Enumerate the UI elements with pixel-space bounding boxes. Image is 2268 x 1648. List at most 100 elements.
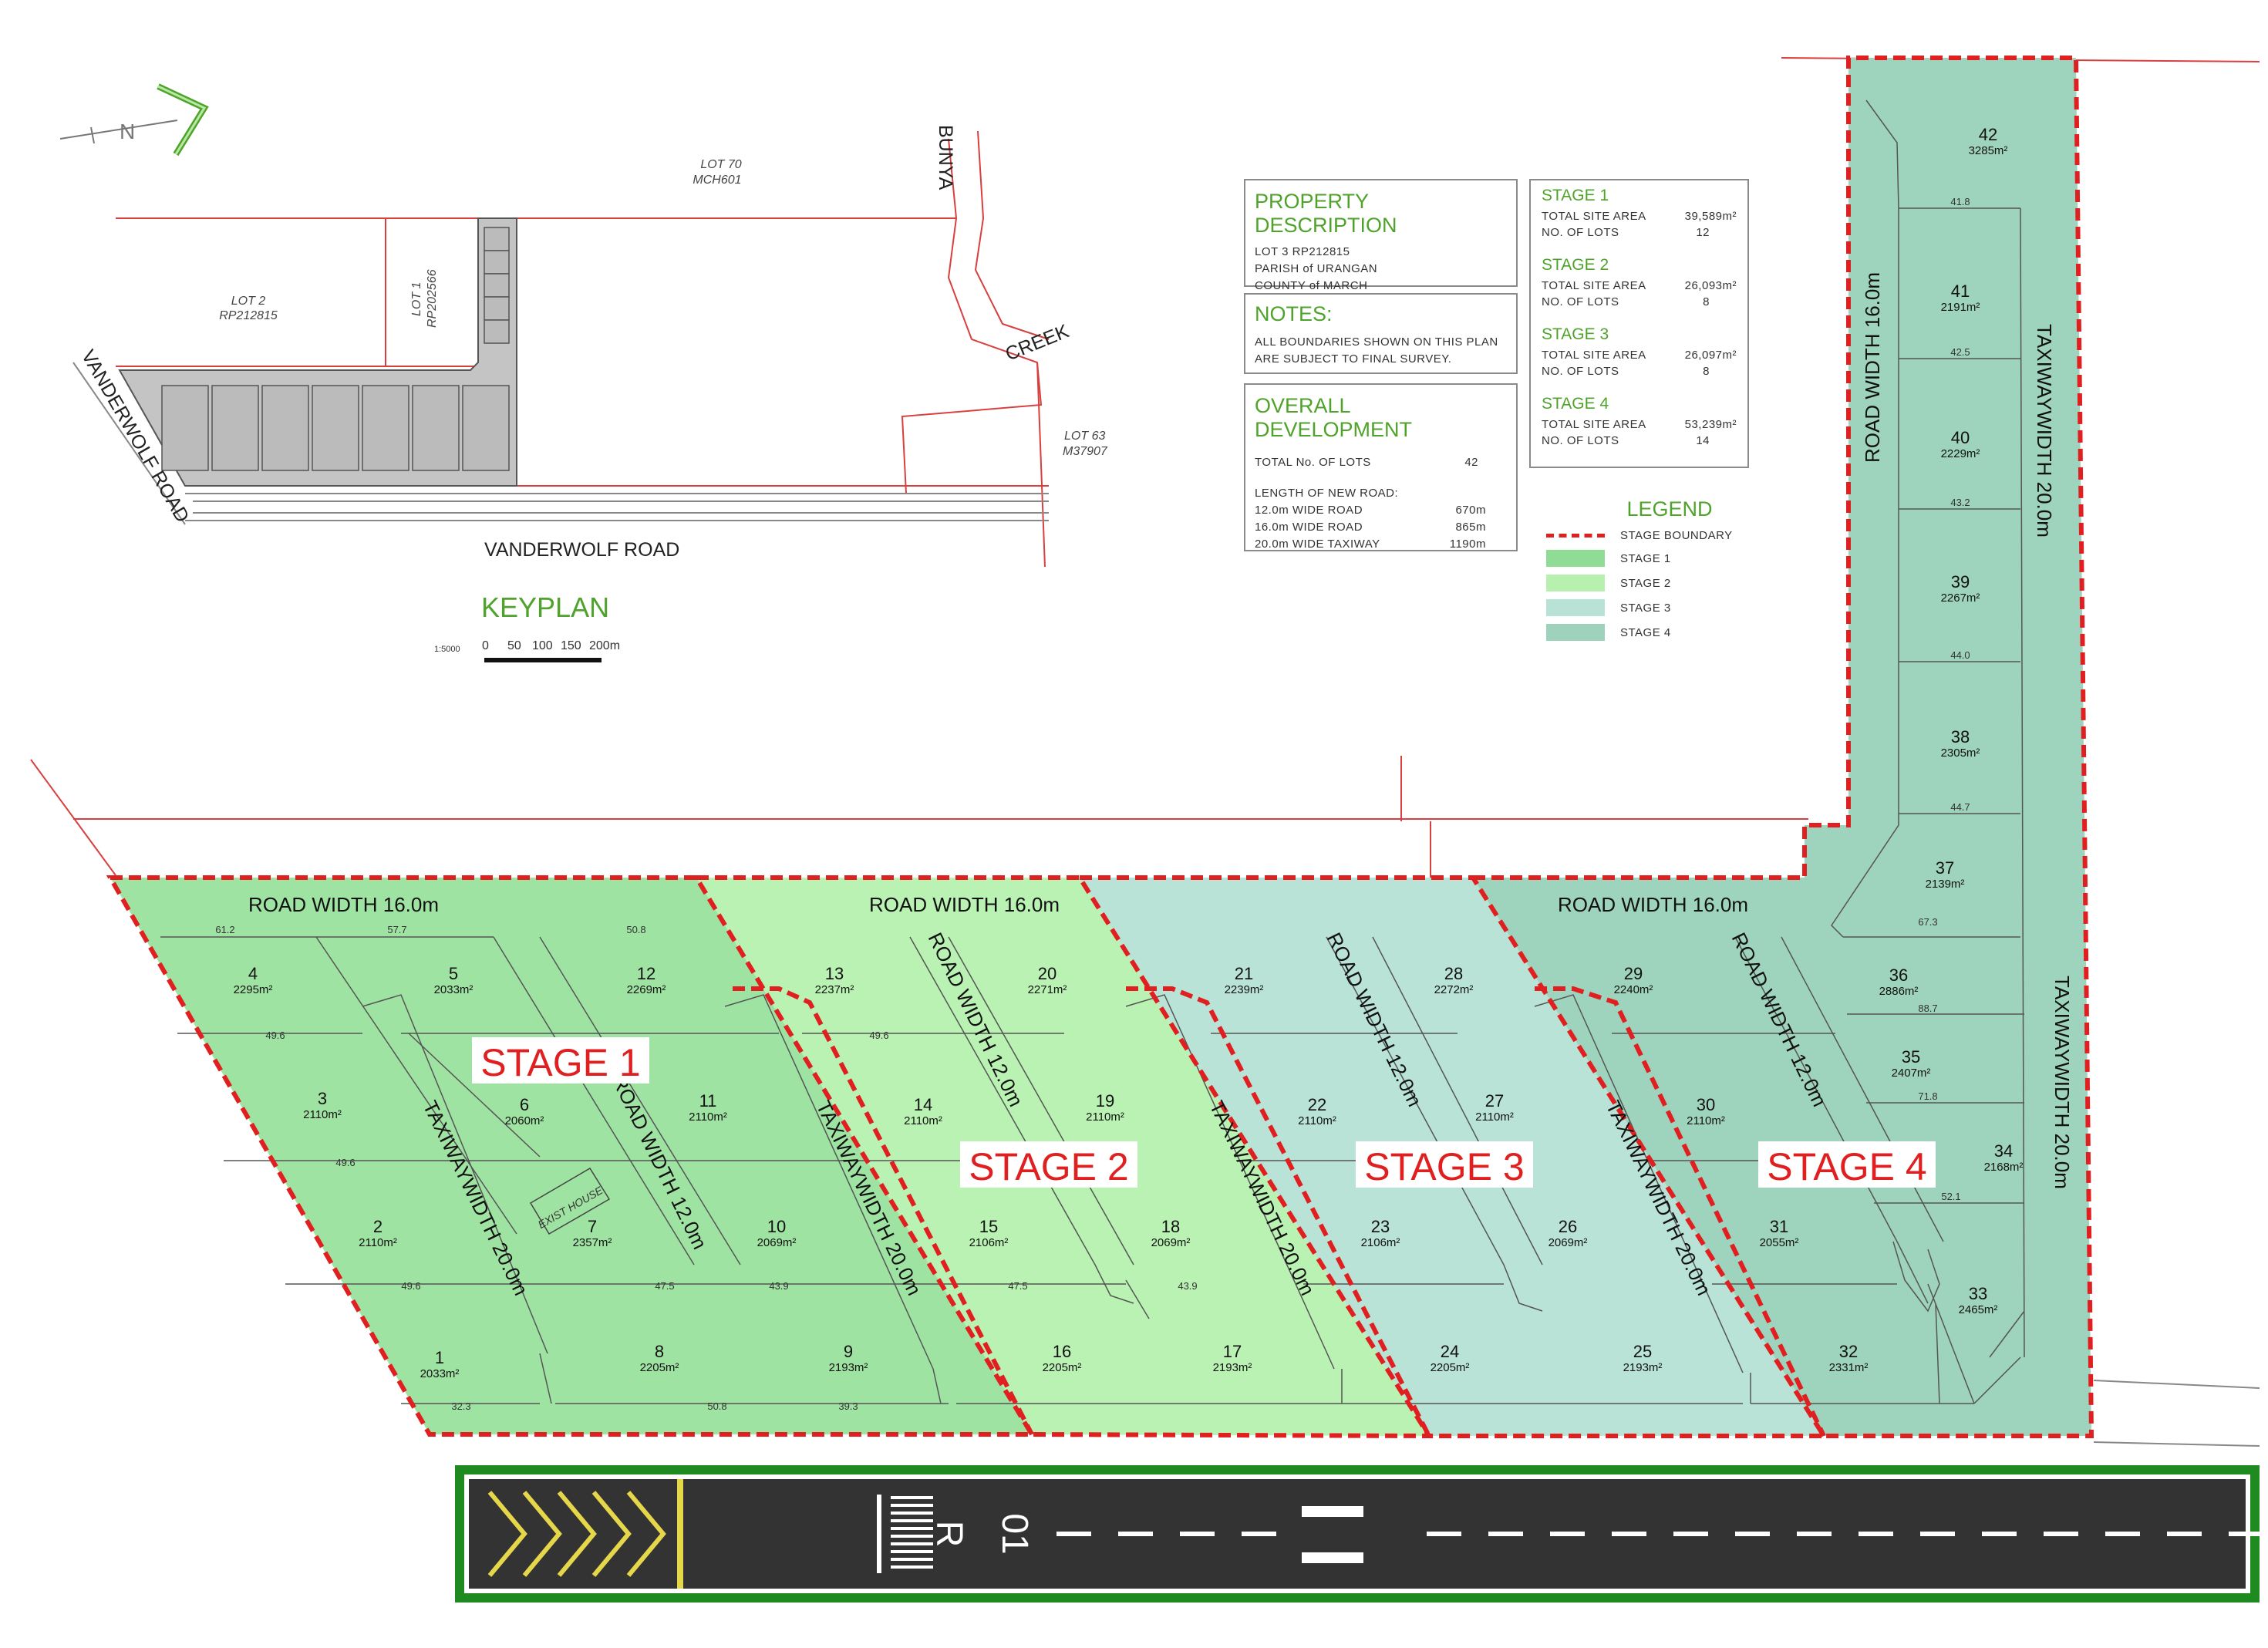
east-road-edge (2093, 1380, 2260, 1447)
centerline-dash (1056, 1532, 1091, 1536)
color-swatch-icon (1546, 550, 1605, 567)
stage-summary-title: STAGE 3 (1542, 325, 1609, 343)
notes-line-1: ALL BOUNDARIES SHOWN ON THIS PLAN (1255, 335, 1498, 349)
svg-text:150: 150 (561, 639, 581, 652)
property-line-2: PARISH of URANGAN (1255, 262, 1378, 275)
keyplan-title: KEYPLAN (481, 591, 609, 623)
lot-area: 2110m² (1475, 1110, 1514, 1124)
lot-area: 2269m² (627, 983, 666, 996)
svg-text:39.3: 39.3 (838, 1400, 858, 1412)
svg-text:49.6: 49.6 (869, 1030, 888, 1041)
lot-area: 2205m² (640, 1361, 679, 1374)
lot-number: 42 (1979, 125, 1997, 144)
svg-text:41.8: 41.8 (1950, 196, 1970, 207)
legend-label: STAGE BOUNDARY (1620, 529, 1733, 542)
lot-area: 2271m² (1028, 983, 1067, 996)
lot-number: 11 (699, 1091, 717, 1110)
lot-number: 28 (1444, 964, 1463, 983)
lot-area: 2229m² (1941, 447, 1980, 460)
lot-number: 36 (1889, 966, 1908, 985)
svg-text:43.9: 43.9 (769, 1280, 788, 1292)
svg-text:57.7: 57.7 (387, 924, 406, 935)
stage-2-label: STAGE 2 (969, 1145, 1128, 1188)
lot-area: 2357m² (573, 1236, 612, 1249)
lot-area: 2055m² (1760, 1236, 1799, 1249)
centerline-dash (1859, 1532, 1893, 1536)
svg-text:44.7: 44.7 (1950, 801, 1970, 813)
lot-number: 20 (1038, 964, 1056, 983)
lot-area: 2106m² (1361, 1236, 1400, 1249)
stage-3-label: STAGE 3 (1364, 1145, 1524, 1188)
lot-number: 35 (1902, 1047, 1920, 1067)
lot-area: 2193m² (829, 1361, 868, 1374)
centerline-dash (2229, 1532, 2263, 1536)
stage-summary-title: STAGE 1 (1542, 187, 1609, 204)
centerline-dash (1180, 1532, 1215, 1536)
svg-text:100: 100 (532, 639, 553, 652)
lot-number: 17 (1223, 1342, 1242, 1361)
keyplan-lot1-plan: RP202566 (426, 269, 439, 328)
lot-area: 2305m² (1941, 746, 1980, 760)
svg-text:49.6: 49.6 (401, 1280, 420, 1292)
lot-area: 2033m² (420, 1367, 460, 1380)
legend-item: STAGE 3 (1546, 599, 1801, 616)
lot-number: 23 (1371, 1217, 1390, 1236)
keyplan-lot70: LOT 70 (700, 158, 741, 171)
lot-area: 2110m² (359, 1236, 397, 1249)
lot-number: 4 (248, 964, 258, 983)
threshold-bars (891, 1496, 933, 1569)
stage-1-label: STAGE 1 (480, 1041, 640, 1084)
lot-number: 6 (520, 1095, 529, 1114)
centerline-dash (1673, 1532, 1708, 1536)
chevron-markings (487, 1491, 666, 1577)
svg-text:88.7: 88.7 (1918, 1003, 1937, 1014)
svg-text:67.3: 67.3 (1918, 916, 1937, 928)
lot-number: 22 (1308, 1095, 1326, 1114)
overall-development-title: OVERALL DEVELOPMENT (1255, 394, 1413, 441)
lot-number: 41 (1951, 281, 1970, 301)
lot-number: 13 (825, 964, 844, 983)
stage-summary-title: STAGE 2 (1542, 256, 1609, 274)
stage-4-label: STAGE 4 (1767, 1145, 1926, 1188)
lot-area: 2110m² (1687, 1114, 1725, 1127)
centerline-dash (1735, 1532, 1770, 1536)
lot-number: 29 (1624, 964, 1643, 983)
keyplan-bunya: BUNYA (935, 125, 956, 190)
legend-item: STAGE 2 (1546, 575, 1801, 591)
road-16m-label-s2: ROAD WIDTH 16.0m (869, 893, 1060, 916)
lot-area: 2272m² (1434, 983, 1474, 996)
legend-label: STAGE 1 (1620, 551, 1671, 565)
svg-text:50.8: 50.8 (626, 924, 645, 935)
lot-number: 21 (1235, 964, 1253, 983)
overall-development-box: OVERALL DEVELOPMENT TOTAL No. OF LOTS 42… (1244, 383, 1518, 551)
property-description-box: PROPERTY DESCRIPTION LOT 3 RP212815 PARI… (1244, 179, 1518, 292)
centerline-dash (1427, 1532, 1461, 1536)
lot-number: 27 (1485, 1091, 1504, 1110)
centerline-dash (1488, 1532, 1523, 1536)
lot-area: 2267m² (1941, 591, 1980, 605)
notes-title: NOTES: (1255, 302, 1333, 325)
property-line-1: LOT 3 RP212815 (1255, 245, 1350, 258)
lot-number: 34 (1994, 1141, 2013, 1161)
lot-number: 32 (1839, 1342, 1858, 1361)
lot-area: 2110m² (904, 1114, 942, 1127)
legend-label: STAGE 2 (1620, 576, 1671, 590)
lot-area: 2240m² (1614, 983, 1653, 996)
svg-text:32.3: 32.3 (451, 1400, 470, 1412)
lot-area: 2069m² (757, 1236, 797, 1249)
keyplan-lot70-plan: MCH601 (693, 174, 741, 187)
centerline-dash (2167, 1532, 2202, 1536)
road-16m-label-s3: ROAD WIDTH 16.0m (1558, 893, 1748, 916)
lot-area: 2139m² (1926, 878, 1965, 891)
property-description-title: PROPERTY DESCRIPTION (1255, 190, 1397, 237)
svg-text:47.5: 47.5 (1008, 1280, 1027, 1292)
lot-area: 3285m² (1969, 144, 2008, 157)
lot-area: 2205m² (1431, 1361, 1470, 1374)
lot-area: 2239m² (1225, 983, 1264, 996)
keyplan-lot1: LOT 1 (410, 282, 423, 316)
lot-area: 2110m² (1086, 1110, 1124, 1124)
lot-area: 2331m² (1829, 1361, 1869, 1374)
